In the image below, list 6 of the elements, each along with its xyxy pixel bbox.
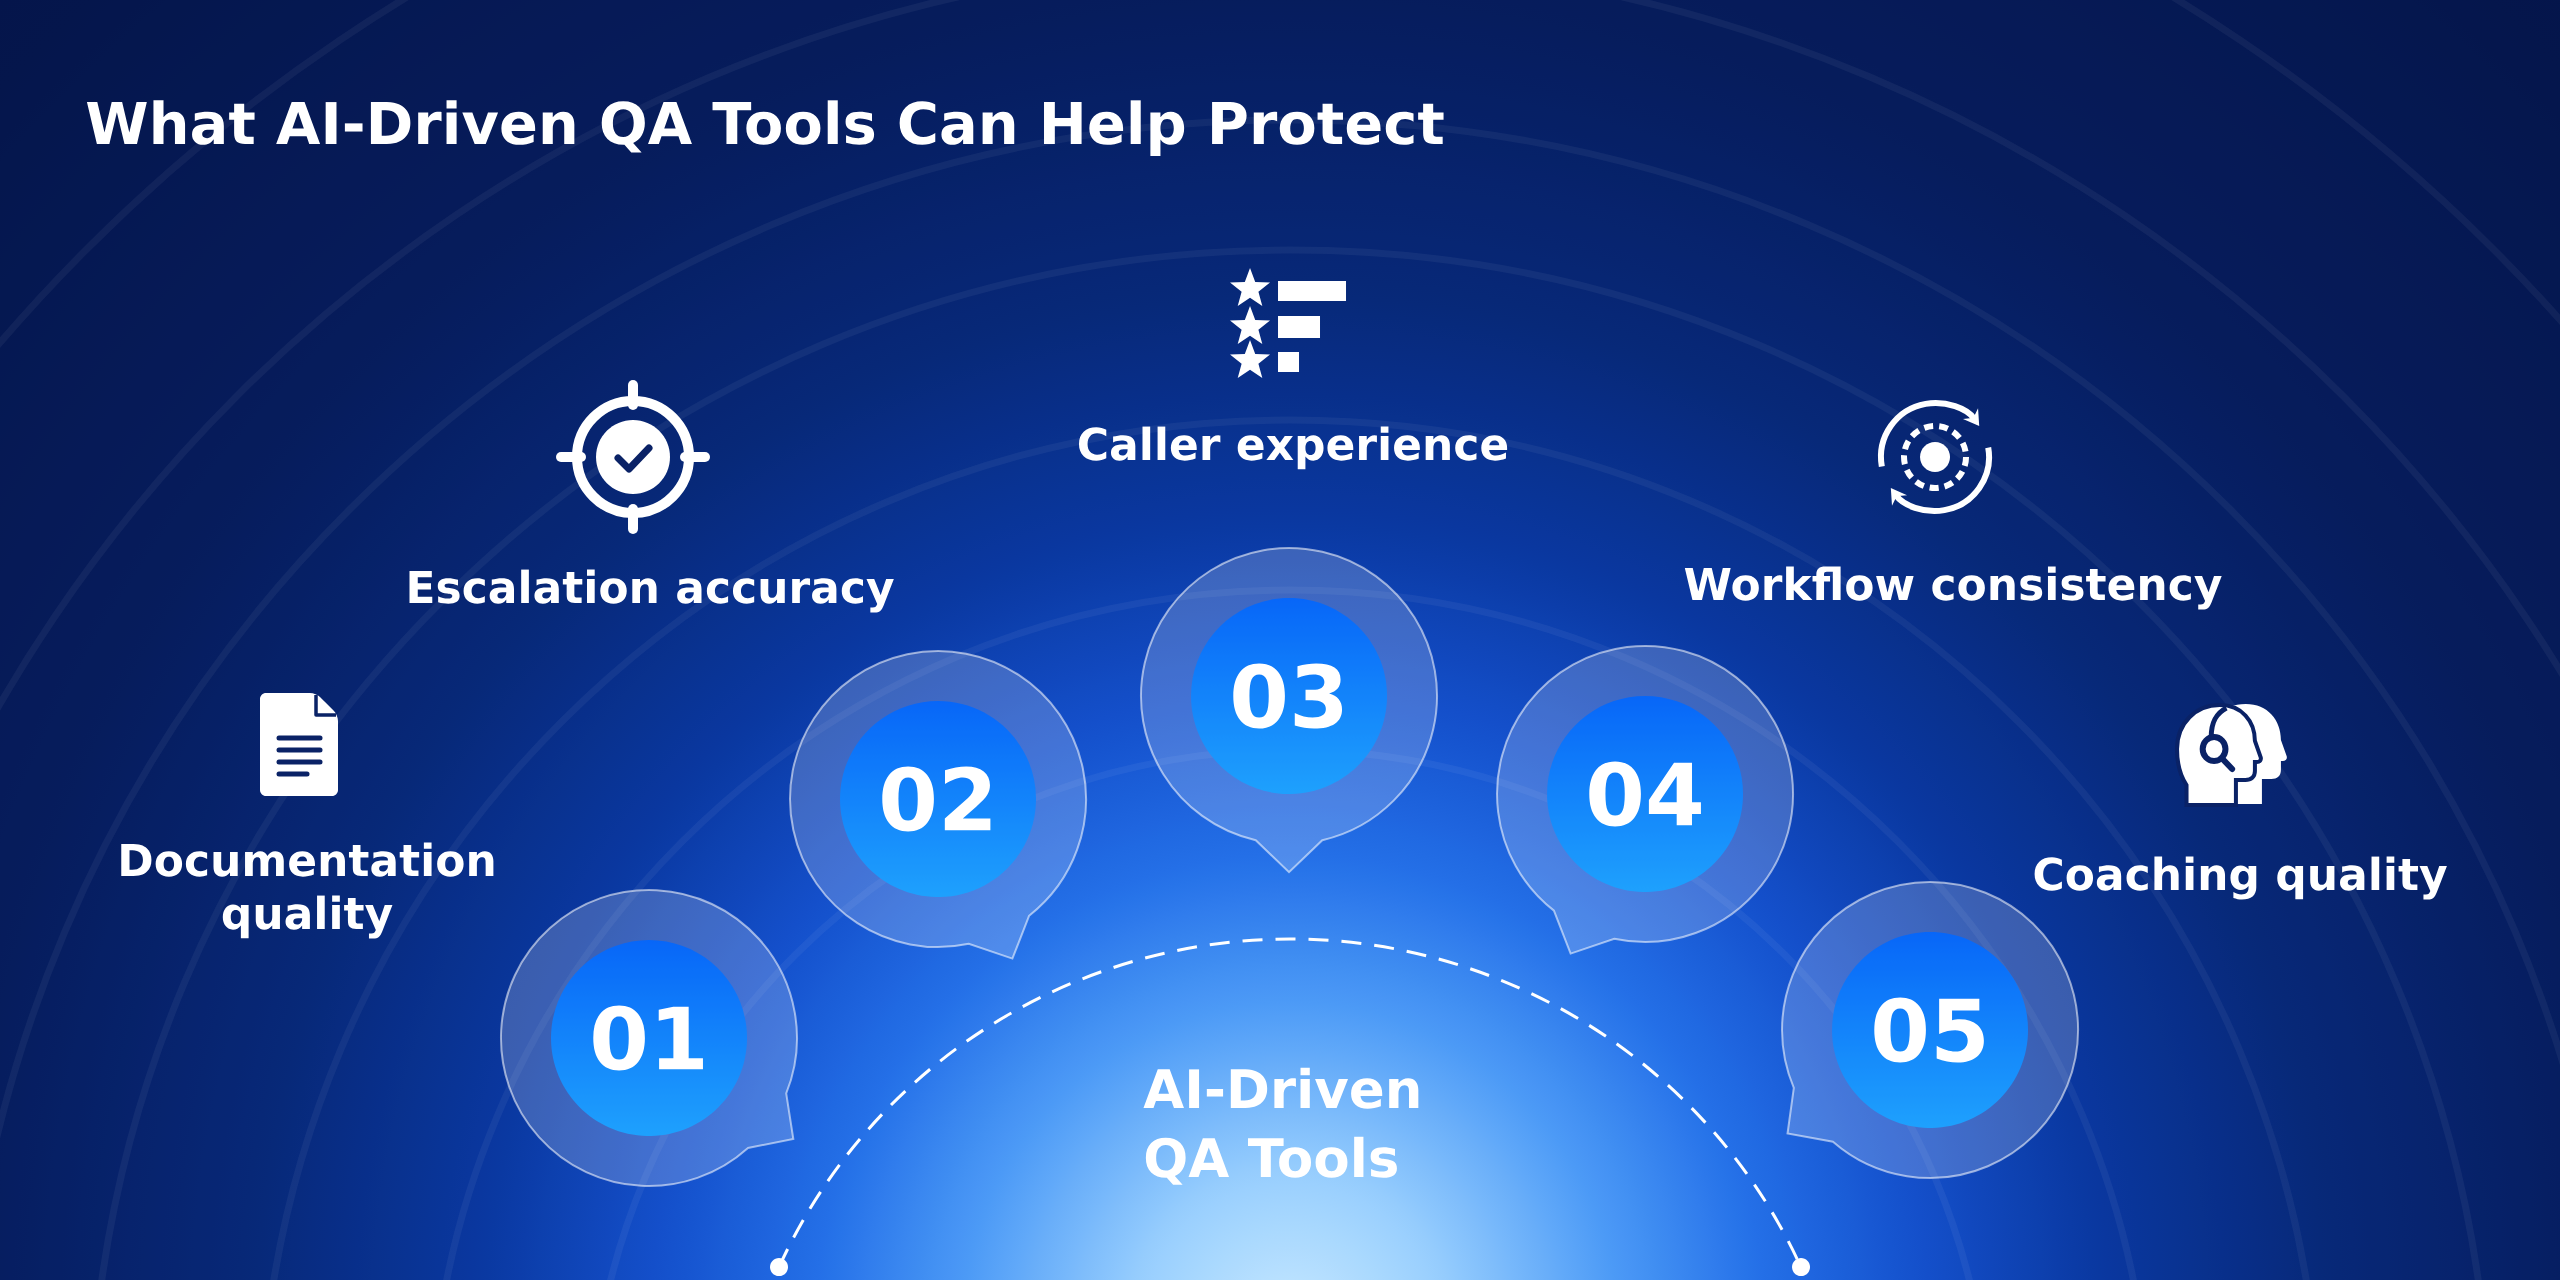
number-bubble: 03 <box>1140 547 1438 874</box>
number-bubble: 04 <box>1496 645 1795 955</box>
title: What AI-Driven QA Tools Can Help Protect <box>86 100 1444 156</box>
number-bubble: 01 <box>500 889 798 1187</box>
center-title: AI-Driven QA Tools <box>1143 1067 1419 1185</box>
number-bubble: 02 <box>789 650 1087 960</box>
